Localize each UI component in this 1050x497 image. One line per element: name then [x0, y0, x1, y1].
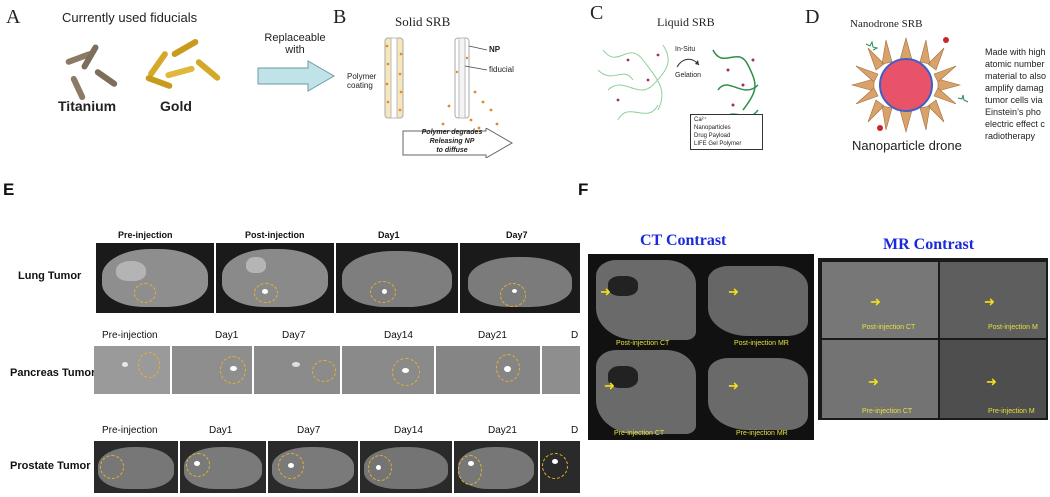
degrade-text: Polymer degrades Releasing NP to diffuse	[421, 129, 483, 154]
legend-item: Drug Payload	[694, 133, 731, 139]
desc-line: atomic number	[985, 59, 1045, 69]
nanodrone-illustration	[850, 36, 969, 134]
prostate-col-header: Day7	[297, 425, 321, 436]
panel-c-title: Liquid SRB	[657, 15, 715, 29]
solid-srb-illustration	[384, 37, 499, 130]
ct-contrast-panel: ➜ ➜ ➜ ➜ Post-injection CT Post-injection…	[588, 254, 814, 440]
prostate-col-header: Day1	[209, 425, 233, 436]
legend-item: Nanoparticles	[694, 125, 731, 131]
prostate-row-label: Prostate Tumor	[10, 460, 91, 472]
mr-contrast-panel: ➜ ➜ ➜ ➜ Post-injection CT Post-injection…	[818, 258, 1048, 420]
scan-label: Pre-injection MR	[736, 430, 788, 437]
desc-line: material to also	[985, 71, 1047, 81]
panel-b-title: Solid SRB	[395, 14, 451, 29]
legend-item: LIFE Gel Polymer	[694, 141, 742, 147]
lung-col-header: Pre-injection	[118, 230, 173, 240]
prostate-scan	[268, 441, 358, 493]
scan-label: Pre-injection M	[988, 408, 1035, 415]
panel-f-letter: F	[578, 180, 589, 199]
fiducial-label: fiducial	[489, 65, 514, 74]
scan-label: Post-injection CT	[616, 340, 670, 347]
lung-scan	[336, 243, 458, 313]
gold-label: Gold	[160, 98, 192, 114]
panel-d-title: Nanodrone SRB	[850, 18, 923, 30]
pancreas-col-header: Day1	[215, 330, 239, 341]
prostate-col-header: Pre-injection	[102, 425, 158, 436]
mr-contrast-title: MR Contrast	[883, 236, 975, 253]
nanodrone-caption: Nanoparticle drone	[852, 138, 962, 153]
prostate-scan	[180, 441, 266, 493]
ct-contrast-title: CT Contrast	[640, 232, 727, 249]
legend-item: Ca²⁺	[694, 117, 707, 123]
degrade-arrow-icon	[402, 128, 514, 158]
desc-line: tumor cells via	[985, 95, 1043, 105]
scan-label: Post-injection M	[988, 324, 1038, 331]
pancreas-scan	[436, 346, 540, 394]
pancreas-scan	[254, 346, 340, 394]
titanium-label: Titanium	[58, 98, 117, 114]
panel-e-letter: E	[3, 180, 15, 199]
prostate-scan	[94, 441, 178, 493]
pancreas-col-header: Day14	[384, 330, 413, 341]
pancreas-col-header: Day7	[282, 330, 306, 341]
pancreas-scan	[342, 346, 434, 394]
lung-scan	[96, 243, 214, 313]
prostate-scan	[540, 441, 580, 493]
yellow-arrow-icon: ➜	[868, 374, 879, 389]
pancreas-scan	[542, 346, 580, 394]
panel-d-description: Made with high atomic number material to…	[985, 46, 1050, 142]
pancreas-scan	[94, 346, 170, 394]
polymer-coating-label: Polymer coating	[347, 72, 377, 90]
yellow-arrow-icon: ➜	[728, 378, 739, 393]
yellow-arrow-icon: ➜	[870, 294, 881, 309]
titanium-fiducials	[65, 44, 118, 101]
scan-label: Post-injection CT	[862, 324, 916, 331]
yellow-arrow-icon: ➜	[604, 378, 615, 393]
lung-scan	[460, 243, 580, 313]
panel-b-letter: B	[333, 6, 347, 28]
np-label: NP	[489, 45, 501, 54]
desc-line: Einstein’s pho	[985, 107, 1041, 117]
right-arrow-icon	[257, 60, 336, 92]
pancreas-row-label: Pancreas Tumor	[10, 367, 96, 379]
prostate-col-header: Day21	[488, 425, 517, 436]
desc-line: amplify damag	[985, 83, 1044, 93]
pancreas-col-header: Pre-injection	[102, 330, 158, 341]
gold-fiducials	[145, 39, 221, 89]
desc-line: electric effect c	[985, 119, 1045, 129]
panel-a-title: Currently used fiducials	[62, 10, 198, 25]
desc-line: Made with high	[985, 47, 1046, 57]
panel-c-letter: C	[590, 2, 604, 24]
panel-c-legend: Ca²⁺ Nanoparticles Drug Payload LIFE Gel…	[690, 114, 763, 150]
prostate-col-header: D	[571, 425, 579, 436]
pancreas-col-header: Day21	[478, 330, 507, 341]
lung-row-label: Lung Tumor	[18, 270, 82, 282]
scan-label: Pre-injection CT	[862, 408, 913, 415]
lung-col-header: Day7	[506, 230, 528, 240]
panel-a-letter: A	[6, 6, 21, 28]
prostate-scan	[454, 441, 538, 493]
gelation-label: Gelation	[675, 72, 702, 79]
pancreas-scan	[172, 346, 252, 394]
panel-d-letter: D	[805, 6, 820, 28]
lung-col-header: Post-injection	[245, 230, 305, 240]
fiducials-illustration	[65, 39, 221, 101]
yellow-arrow-icon: ➜	[728, 284, 739, 299]
yellow-arrow-icon: ➜	[600, 284, 611, 299]
pancreas-col-header: D	[571, 330, 579, 341]
scan-label: Pre-injection CT	[614, 430, 665, 437]
replaceable-text: Replaceable with	[264, 32, 326, 56]
yellow-arrow-icon: ➜	[984, 294, 995, 309]
yellow-arrow-icon: ➜	[986, 374, 997, 389]
scan-label: Post-injection MR	[734, 340, 789, 347]
lung-scan	[216, 243, 334, 313]
desc-line: radiotherapy	[985, 131, 1036, 141]
curved-arrow-icon	[676, 58, 700, 68]
insitu-label: In-Situ	[675, 46, 696, 53]
prostate-scan	[360, 441, 452, 493]
prostate-col-header: Day14	[394, 425, 423, 436]
lung-col-header: Day1	[378, 230, 400, 240]
